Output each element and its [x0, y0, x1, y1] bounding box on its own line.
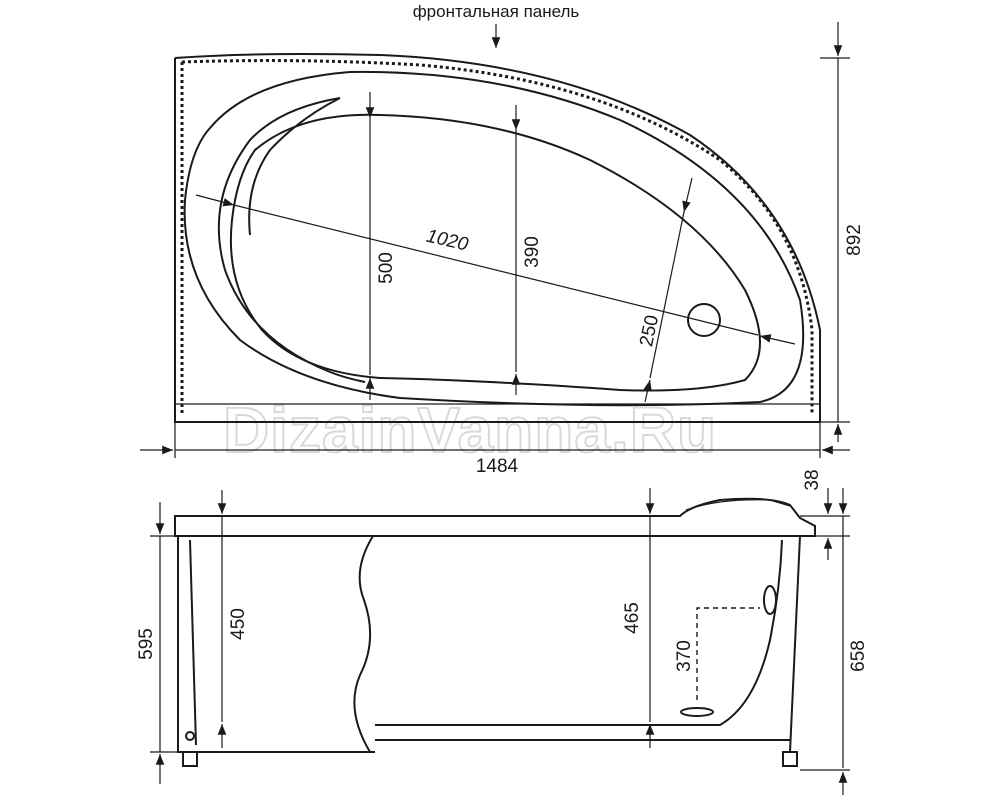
dim-250-arrow-top — [682, 177, 693, 213]
dim-250-label: 250 — [636, 313, 663, 348]
tub-bottom-profile — [375, 539, 783, 726]
leg-bolt — [185, 731, 195, 741]
dim-38-label: 38 — [802, 469, 823, 490]
headrest — [685, 499, 791, 511]
dim-1484-label: 1484 — [476, 456, 519, 477]
side-left-leg-line — [189, 539, 197, 746]
dim-450-label: 450 — [228, 608, 249, 640]
drain-guide-dashed — [696, 607, 760, 700]
front-panel-caption: фронтальная панель — [413, 2, 580, 21]
bowl-ridge — [217, 97, 366, 383]
dim-500-label: 500 — [376, 252, 397, 284]
dim-1020-arrow-right — [759, 334, 796, 345]
side-body-left — [177, 536, 375, 753]
bowl-rim-outer — [183, 70, 805, 407]
dim-1020-arrow-left — [195, 194, 235, 207]
bowl-ridge-inner — [248, 97, 341, 236]
dim-465-label: 465 — [622, 602, 643, 634]
dim-892-label: 892 — [844, 224, 865, 256]
drain-hole — [680, 707, 714, 717]
side-right-edge — [789, 535, 801, 753]
dim-390-label: 390 — [522, 236, 543, 268]
top-view: 500 390 1020 250 892 1484 — [140, 22, 865, 477]
panel-dotted-front — [181, 59, 814, 415]
side-view: 450 465 370 595 38 658 — [136, 469, 869, 795]
dim-250-arrow-bottom — [643, 379, 652, 403]
dim-370-label: 370 — [674, 640, 695, 672]
dim-250-line — [649, 211, 685, 379]
drain-circle — [687, 303, 721, 337]
cutaway-wave — [353, 535, 374, 753]
leg-left — [182, 751, 198, 767]
dim-1020-label: 1020 — [424, 226, 470, 256]
leg-right — [782, 751, 798, 767]
side-rim — [174, 497, 816, 537]
top-outline — [174, 58, 820, 423]
dim-1020-line — [233, 204, 759, 336]
top-outer-edge — [174, 53, 821, 422]
overflow-hole — [763, 585, 777, 615]
dim-595-label: 595 — [136, 628, 157, 660]
dim-658-label: 658 — [848, 640, 869, 672]
bowl-inner — [229, 113, 761, 392]
